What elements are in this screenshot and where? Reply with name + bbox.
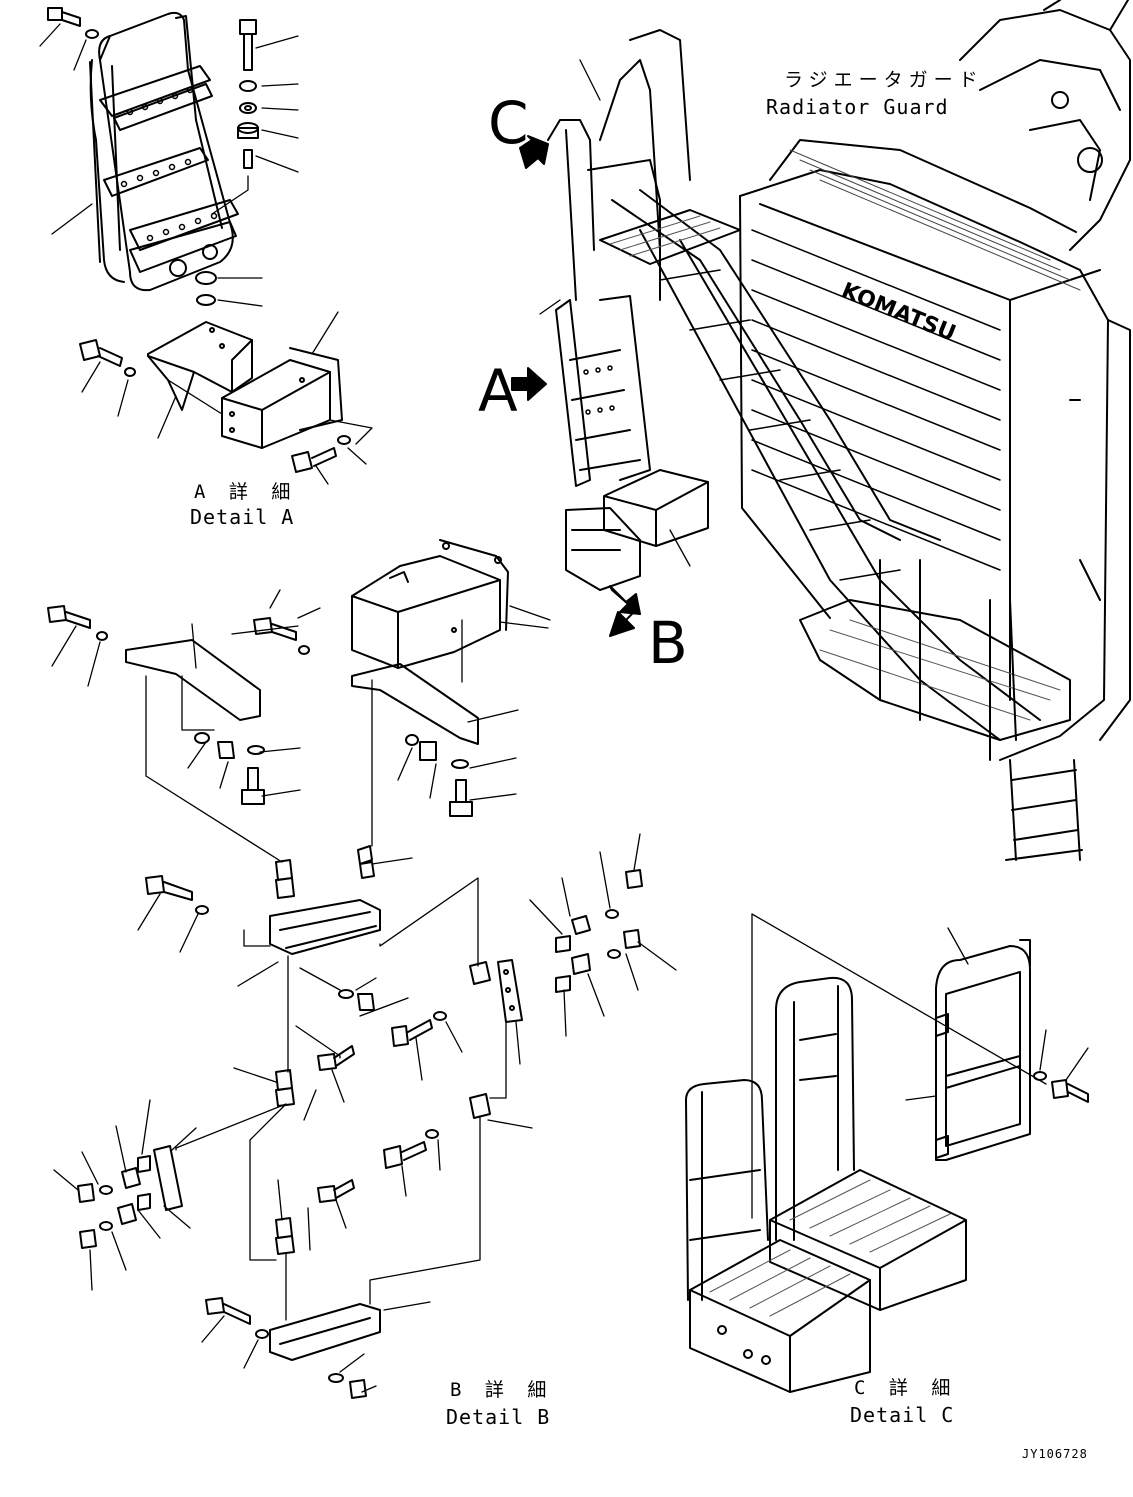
drawing-number: JY106728: [1022, 1447, 1088, 1461]
callout-arrow-b: [609, 609, 637, 637]
callout-label-c: C: [488, 89, 529, 157]
callout-label-a: A: [478, 357, 518, 425]
detail-b-label-jp: B 詳 細: [450, 1379, 553, 1401]
detail-a-label-en: Detail A: [190, 505, 295, 529]
detail-b-label-en: Detail B: [446, 1405, 551, 1429]
radiator-guard-label-en: Radiator Guard: [766, 95, 949, 119]
callout-label-b: B: [648, 609, 688, 677]
detail-a-label-jp: A 詳 細: [194, 481, 297, 503]
callout-arrows: [511, 135, 641, 637]
detail-c-label-en: Detail C: [850, 1403, 955, 1427]
radiator-guard-assembly: KOMATSU: [547, 0, 1131, 861]
detail-c-assembly: [685, 913, 1089, 1393]
callout-arrow-a: [511, 367, 547, 401]
radiator-guard-label-jp: ラジエータガード: [784, 69, 984, 91]
callout-arrow-c: [519, 135, 549, 169]
detail-a-ladder: [39, 7, 299, 307]
detail-c-label-jp: C 詳 細: [854, 1377, 957, 1399]
detail-b-assembly: [47, 539, 677, 1399]
detail-a-bracket: [79, 311, 373, 485]
